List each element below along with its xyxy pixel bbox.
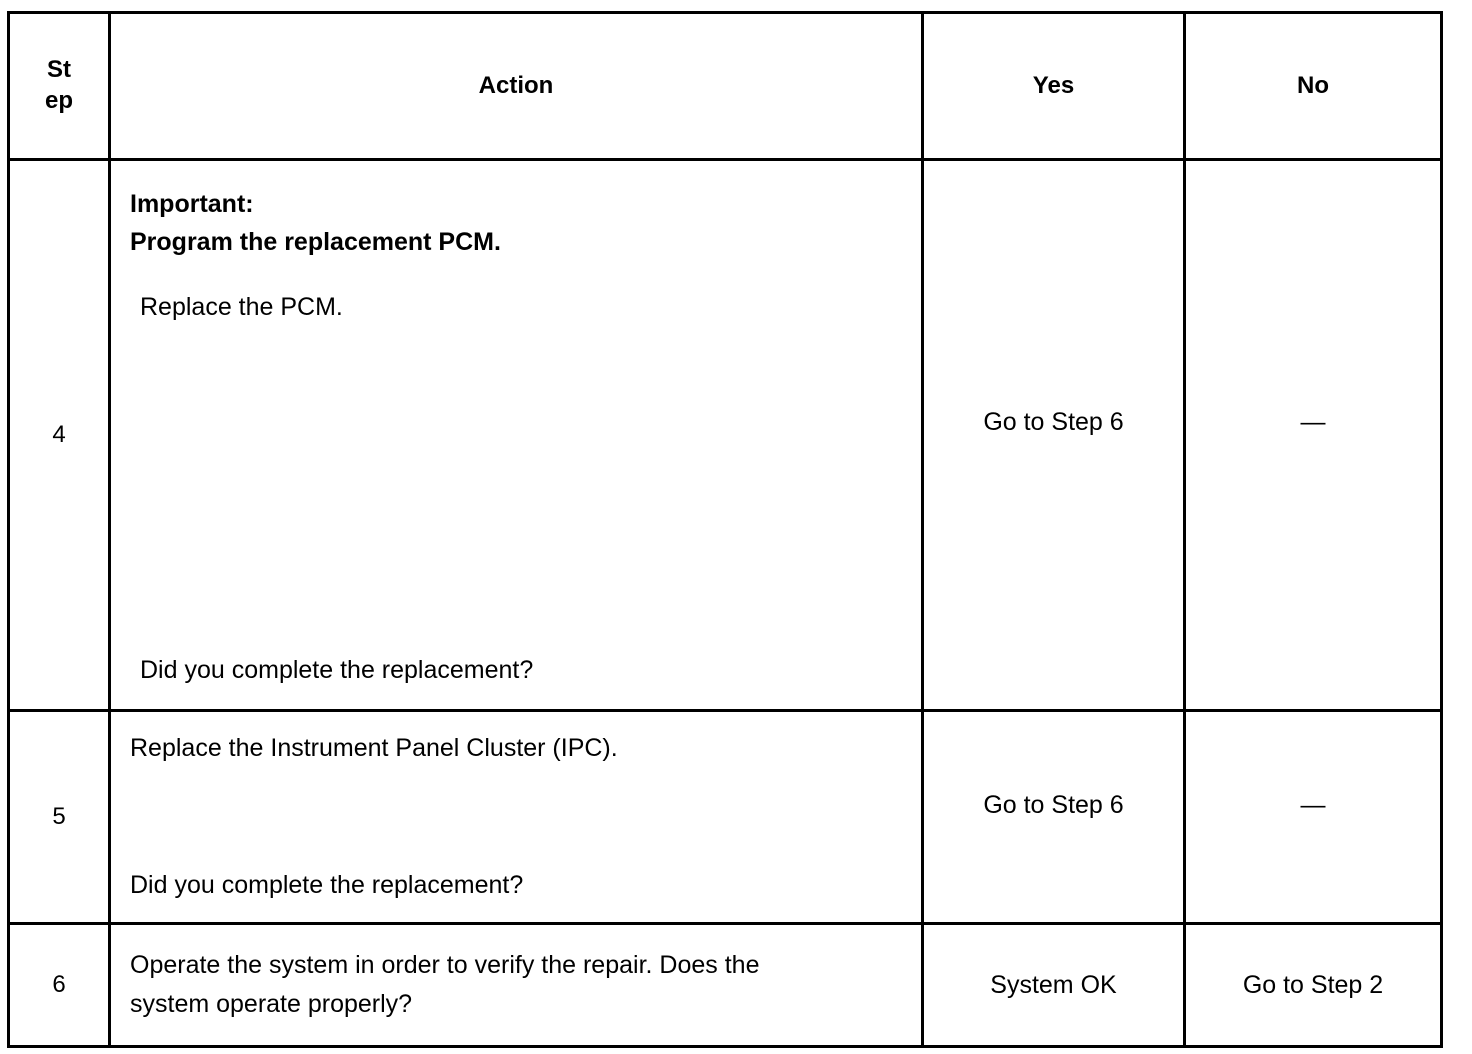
step-action-cell: Operate the system in order to verify th… xyxy=(108,922,924,1048)
step-no-cell: — xyxy=(1183,158,1443,712)
step-4-action-question: Did you complete the replacement? xyxy=(140,656,534,684)
table-row: 4 Important: Program the replacement PCM… xyxy=(7,158,1443,712)
table-row: 6 Operate the system in order to verify … xyxy=(7,922,1443,1048)
step-yes-cell: Go to Step 6 xyxy=(921,709,1186,925)
table-header: St ep Action Yes No xyxy=(7,11,1443,161)
column-header-no: No xyxy=(1183,11,1443,161)
column-header-yes: Yes xyxy=(921,11,1186,161)
column-header-step-line2: ep xyxy=(44,87,73,114)
step-5-action-question: Did you complete the replacement? xyxy=(130,871,524,899)
column-header-action: Action xyxy=(108,11,924,161)
step-no-cell: — xyxy=(1183,709,1443,925)
step-action-cell: Important: Program the replacement PCM. … xyxy=(108,158,924,712)
step-4-action-content: Important: Program the replacement PCM. … xyxy=(111,161,921,709)
step-yes-cell: System OK xyxy=(921,922,1186,1048)
step-action-cell: Replace the Instrument Panel Cluster (IP… xyxy=(108,709,924,925)
step-5-action-body: Replace the Instrument Panel Cluster (IP… xyxy=(130,734,618,762)
important-note-label: Important: xyxy=(130,190,254,218)
important-note: Important: Program the replacement PCM. xyxy=(130,185,501,261)
step-5-action-content: Replace the Instrument Panel Cluster (IP… xyxy=(111,712,921,922)
table-header-row: St ep Action Yes No xyxy=(7,11,1443,161)
important-note-text: Program the replacement PCM. xyxy=(130,228,501,256)
step-yes-cell: Go to Step 6 xyxy=(921,158,1186,712)
step-6-action-line1: Operate the system in order to verify th… xyxy=(130,950,760,979)
column-header-step-line1: St xyxy=(47,56,71,84)
step-6-action-line2: system operate properly? xyxy=(130,990,413,1018)
step-number-cell: 4 xyxy=(7,158,111,712)
step-no-cell: Go to Step 2 xyxy=(1183,922,1443,1048)
column-header-step: St ep xyxy=(7,11,111,161)
step-number-cell: 5 xyxy=(7,709,111,925)
table-row: 5 Replace the Instrument Panel Cluster (… xyxy=(7,709,1443,925)
diagnostic-steps-table: St ep Action Yes No 4 Important: Program… xyxy=(7,11,1443,1048)
table-body: 4 Important: Program the replacement PCM… xyxy=(7,158,1443,1048)
step-number-cell: 6 xyxy=(7,922,111,1048)
step-6-action-content: Operate the system in order to verify th… xyxy=(111,932,921,1039)
step-4-action-body: Replace the PCM. xyxy=(140,293,343,321)
